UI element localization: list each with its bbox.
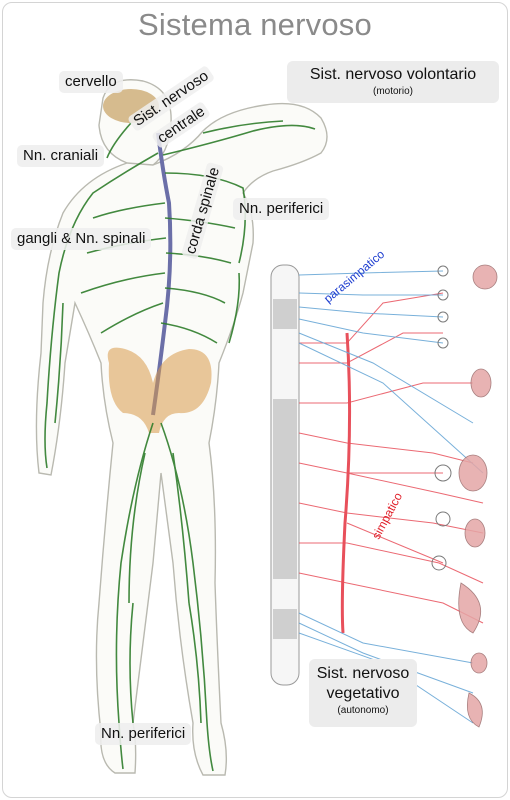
peripheral-nerves [44,120,316,772]
pelvis-shape [107,347,212,433]
label-gangli-spinali: gangli & Nn. spinali [11,228,152,250]
vegetative-line1: Sist. nervoso [316,665,410,682]
label-cervello: cervello [59,71,123,93]
vegetative-line2: vegetativo [326,685,400,702]
sympathetic-chain [340,332,352,634]
vegetative-nervous-system-panel: Sist. nervoso vegetativo (autonomo) [309,659,417,727]
anatomy-illustration [35,79,498,776]
torso-outline [35,102,328,776]
label-nn-periferici-bottom: Nn. periferici [95,723,192,745]
vegetative-subtitle: (autonomo) [337,705,389,716]
label-nn-periferici-top: Nn. periferici [233,198,330,220]
voluntary-nervous-system-panel: Sist. nervoso volontario (motorio) [287,61,499,103]
voluntary-title: Sist. nervoso volontario [309,66,477,83]
autonomic-schematic [270,264,498,728]
label-nn-craniali: Nn. craniali [17,145,105,167]
voluntary-subtitle: (motorio) [372,86,413,97]
page-title: Sistema nervoso [138,7,372,42]
